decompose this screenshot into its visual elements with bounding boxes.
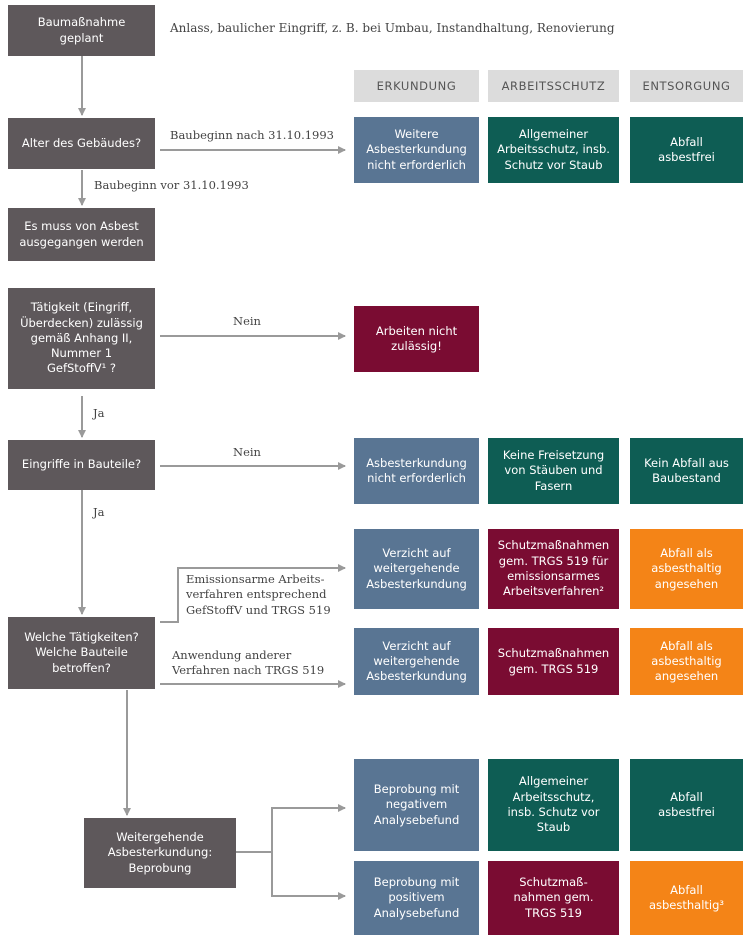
step-beprobung: Weitergehende Asbesterkundung: Beprobung <box>84 818 236 888</box>
arrow-sampling-to-r7 <box>271 852 346 900</box>
step-taetigkeit-zulaessig: Tätigkeit (Eingriff, Überdecken) zulässi… <box>8 288 155 389</box>
intro-text: Anlass, baulicher Eingriff, z. B. bei Um… <box>170 21 615 35</box>
r7-entsorgung: Abfall asbesthaltig³ <box>630 861 743 935</box>
step-baumassnahme: Baumaßnahme geplant <box>8 5 155 56</box>
arrow-sampling-to-r6 <box>236 804 346 853</box>
r1-arbeitsschutz: Allgemeiner Arbeitsschutz, insb. Schutz … <box>488 117 619 183</box>
r7-erkundung: Beprobung mit positivem Analysebefund <box>354 861 479 935</box>
r6-entsorgung: Abfall asbestfrei <box>630 759 743 851</box>
step-asbest-annehmen: Es muss von Asbest ausgegangen werden <box>8 208 155 261</box>
label-ja-1: Ja <box>93 406 105 420</box>
step-alter-gebaeude: Alter des Gebäudes? <box>8 118 155 169</box>
header-erkundung: ERKUNDUNG <box>354 70 479 102</box>
label-baubeginn-nach: Baubeginn nach 31.10.1993 <box>170 128 334 142</box>
r2-arbeiten-nicht-zulaessig: Arbeiten nicht zulässig! <box>354 306 479 372</box>
step-eingriffe-bauteile: Eingriffe in Bauteile? <box>8 440 155 490</box>
label-ja-2: Ja <box>93 505 105 519</box>
r1-entsorgung: Abfall asbestfrei <box>630 117 743 183</box>
r6-arbeitsschutz: Allgemeiner Arbeitsschutz, insb. Schutz … <box>488 759 619 851</box>
label-nein-1: Nein <box>233 314 261 328</box>
r3-entsorgung: Kein Abfall aus Baubestand <box>630 438 743 504</box>
r4-erkundung: Verzicht auf weitergehende Asbesterkundu… <box>354 529 479 609</box>
label-baubeginn-vor: Baubeginn vor 31.10.1993 <box>94 178 249 192</box>
r4-arbeitsschutz: Schutzmaßnahmen gem. TRGS 519 für emissi… <box>488 529 619 609</box>
r5-entsorgung: Abfall als asbesthaltig angesehen <box>630 628 743 695</box>
r1-erkundung: Weitere Asbesterkundung nicht erforderli… <box>354 117 479 183</box>
r3-erkundung: Asbesterkundung nicht erforderlich <box>354 438 479 504</box>
r4-entsorgung: Abfall als asbesthaltig angesehen <box>630 529 743 609</box>
header-entsorgung: ENTSORGUNG <box>630 70 743 102</box>
arrow-which-to-r4 <box>160 564 346 623</box>
r5-erkundung: Verzicht auf weitergehende Asbesterkundu… <box>354 628 479 695</box>
r3-arbeitsschutz: Keine Freisetzung von Stäuben und Fasern <box>488 438 619 504</box>
label-nein-2: Nein <box>233 445 261 459</box>
r5-arbeitsschutz: Schutzmaßnahmen gem. TRGS 519 <box>488 628 619 695</box>
step-welche-taetigkeiten: Welche Tätigkeiten? Welche Bauteile betr… <box>8 617 155 689</box>
header-arbeitsschutz: ARBEITSSCHUTZ <box>488 70 619 102</box>
label-anwendung-anderer: Anwendung anderer Verfahren nach TRGS 51… <box>172 648 325 678</box>
label-emissionsarm: Emissionsarme Arbeits- verfahren entspre… <box>186 572 331 617</box>
r7-arbeitsschutz: Schutzmaß- nahmen gem. TRGS 519 <box>488 861 619 935</box>
r6-erkundung: Beprobung mit negativem Analysebefund <box>354 759 479 851</box>
